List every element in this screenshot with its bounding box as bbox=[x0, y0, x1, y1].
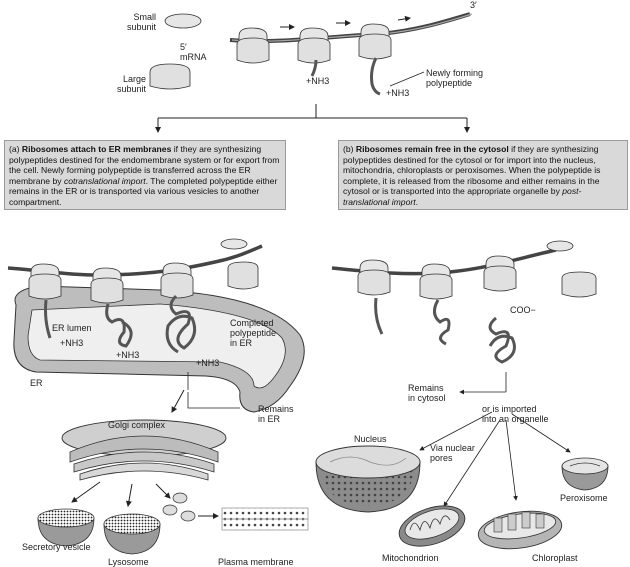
er-ribosome-3 bbox=[160, 262, 194, 299]
free-subunit-left bbox=[220, 238, 259, 290]
free-large-subunit bbox=[149, 63, 191, 90]
label-nh3-er-3: +NH3 bbox=[196, 358, 220, 368]
secretory-vesicle bbox=[37, 508, 95, 547]
small-vesicles bbox=[162, 492, 196, 522]
caption-box-a: (a) Ribosomes attach to ER membranes if … bbox=[4, 140, 286, 210]
label-nh3-top: +NH3 bbox=[306, 76, 330, 86]
lysosome bbox=[103, 513, 161, 555]
label-plasma-membrane: Plasma membrane bbox=[218, 557, 294, 567]
mitochondrion bbox=[398, 505, 466, 547]
label-peroxisome: Peroxisome bbox=[560, 493, 608, 503]
free-small-subunit bbox=[164, 13, 202, 29]
label-secretory-vesicle: Secretory vesicle bbox=[22, 542, 91, 552]
free-ribosome-1 bbox=[357, 259, 391, 296]
free-ribosome-3 bbox=[483, 255, 517, 292]
caption-box-b: (b) Ribosomes remain free in the cytosol… bbox=[338, 140, 628, 210]
free-ribosome-2 bbox=[419, 263, 453, 300]
label-lysosome: Lysosome bbox=[108, 557, 149, 567]
label-er-lumen: ER lumen bbox=[52, 323, 92, 333]
er-ribosome-2 bbox=[90, 267, 124, 304]
label-nh3-er-2: +NH3 bbox=[116, 350, 140, 360]
chloroplast bbox=[477, 510, 563, 550]
peroxisome bbox=[561, 457, 609, 491]
free-subunit-right bbox=[546, 240, 597, 298]
label-nucleus: Nucleus bbox=[354, 434, 387, 444]
ribosome-2 bbox=[297, 27, 331, 64]
label-golgi: Golgi complex bbox=[108, 420, 166, 430]
chain-short bbox=[310, 59, 318, 77]
ribosome-1 bbox=[236, 27, 270, 64]
label-nh3-top-2: +NH3 bbox=[386, 88, 410, 98]
er-ribosome-1 bbox=[28, 263, 62, 300]
nucleus bbox=[315, 445, 421, 513]
label-chloroplast: Chloroplast bbox=[532, 553, 578, 563]
label-5prime-mrna: 5′mRNA bbox=[180, 42, 207, 62]
plasma-membrane bbox=[221, 507, 309, 531]
label-3prime: 3′ bbox=[470, 0, 477, 10]
label-er: ER bbox=[30, 378, 43, 388]
er-membrane bbox=[13, 285, 305, 413]
ribosome-3 bbox=[358, 23, 392, 60]
label-mitochondrion: Mitochondrion bbox=[382, 553, 439, 563]
golgi-complex bbox=[61, 419, 227, 481]
label-nh3-er-1: +NH3 bbox=[60, 338, 84, 348]
chain-long bbox=[370, 57, 381, 96]
label-coo: COO− bbox=[510, 305, 536, 315]
